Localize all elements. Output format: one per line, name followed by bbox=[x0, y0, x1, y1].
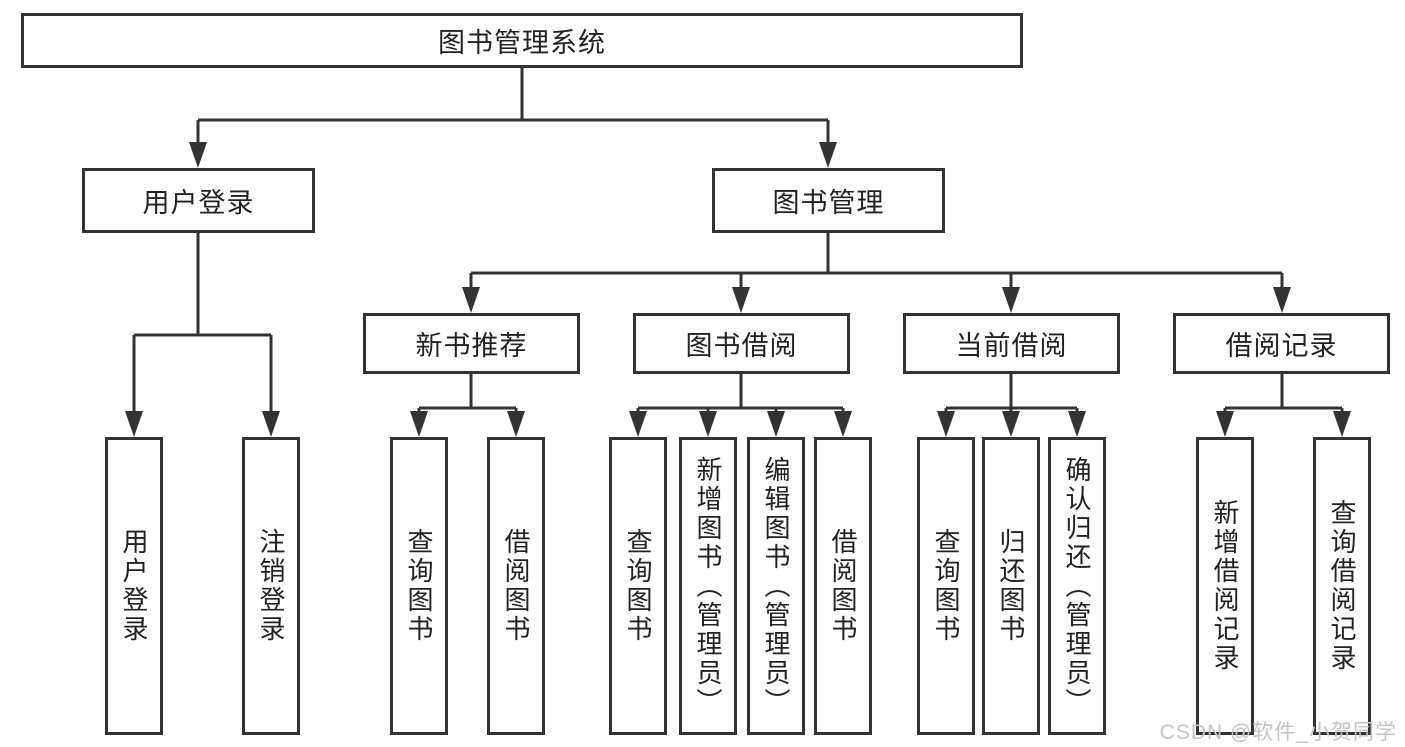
node-current-borrow: 当前借阅 bbox=[903, 313, 1120, 374]
leaf-logout: 注销登录 bbox=[242, 437, 300, 735]
leaf-bb-add-book-label: 新增图书（管理员） bbox=[693, 455, 723, 717]
leaf-bb-borrow-book: 借阅图书 bbox=[814, 437, 872, 735]
leaf-cb-query-book-label: 查询图书 bbox=[931, 528, 961, 644]
node-root-label: 图书管理系统 bbox=[438, 28, 606, 58]
leaf-bb-query-book-label: 查询图书 bbox=[623, 528, 653, 644]
node-root: 图书管理系统 bbox=[21, 13, 1023, 68]
leaf-nb-borrow-book-label: 借阅图书 bbox=[501, 528, 531, 644]
leaf-br-add-record-label: 新增借阅记录 bbox=[1210, 499, 1240, 673]
leaf-bb-edit-book: 编辑图书（管理员） bbox=[747, 437, 805, 735]
node-book-management-label: 图书管理 bbox=[772, 188, 885, 218]
leaf-nb-query-book-label: 查询图书 bbox=[404, 528, 434, 644]
leaf-br-add-record: 新增借阅记录 bbox=[1196, 437, 1254, 735]
leaf-user-login: 用户登录 bbox=[105, 437, 163, 735]
leaf-logout-label: 注销登录 bbox=[256, 528, 286, 644]
leaf-cb-return-book-label: 归还图书 bbox=[996, 528, 1026, 644]
leaf-cb-return-book: 归还图书 bbox=[982, 437, 1040, 735]
node-current-borrow-label: 当前借阅 bbox=[955, 331, 1068, 361]
node-user-login: 用户登录 bbox=[82, 168, 315, 233]
leaf-user-login-label: 用户登录 bbox=[119, 528, 149, 644]
node-new-book-recommend-label: 新书推荐 bbox=[415, 331, 528, 361]
node-book-management: 图书管理 bbox=[712, 168, 945, 233]
node-book-borrow: 图书借阅 bbox=[633, 313, 850, 374]
arrowheads bbox=[125, 142, 1351, 437]
leaf-nb-query-book: 查询图书 bbox=[390, 437, 448, 735]
leaf-bb-edit-book-label: 编辑图书（管理员） bbox=[761, 455, 791, 717]
leaf-br-query-record: 查询借阅记录 bbox=[1313, 437, 1371, 735]
leaf-br-query-record-label: 查询借阅记录 bbox=[1327, 499, 1357, 673]
node-user-login-label: 用户登录 bbox=[142, 188, 255, 218]
leaf-bb-add-book: 新增图书（管理员） bbox=[679, 437, 737, 735]
leaf-bb-query-book: 查询图书 bbox=[609, 437, 667, 735]
leaf-nb-borrow-book: 借阅图书 bbox=[487, 437, 545, 735]
leaf-cb-confirm-return-label: 确认归还（管理员） bbox=[1062, 455, 1092, 717]
leaf-cb-query-book: 查询图书 bbox=[917, 437, 975, 735]
node-borrow-records-label: 借阅记录 bbox=[1225, 331, 1338, 361]
node-book-borrow-label: 图书借阅 bbox=[685, 331, 798, 361]
leaf-cb-confirm-return: 确认归还（管理员） bbox=[1048, 437, 1106, 735]
node-borrow-records: 借阅记录 bbox=[1173, 313, 1390, 374]
node-new-book-recommend: 新书推荐 bbox=[363, 313, 580, 374]
csdn-watermark: CSDN @软件_小贺同学 bbox=[1159, 721, 1397, 744]
leaf-bb-borrow-book-label: 借阅图书 bbox=[828, 528, 858, 644]
